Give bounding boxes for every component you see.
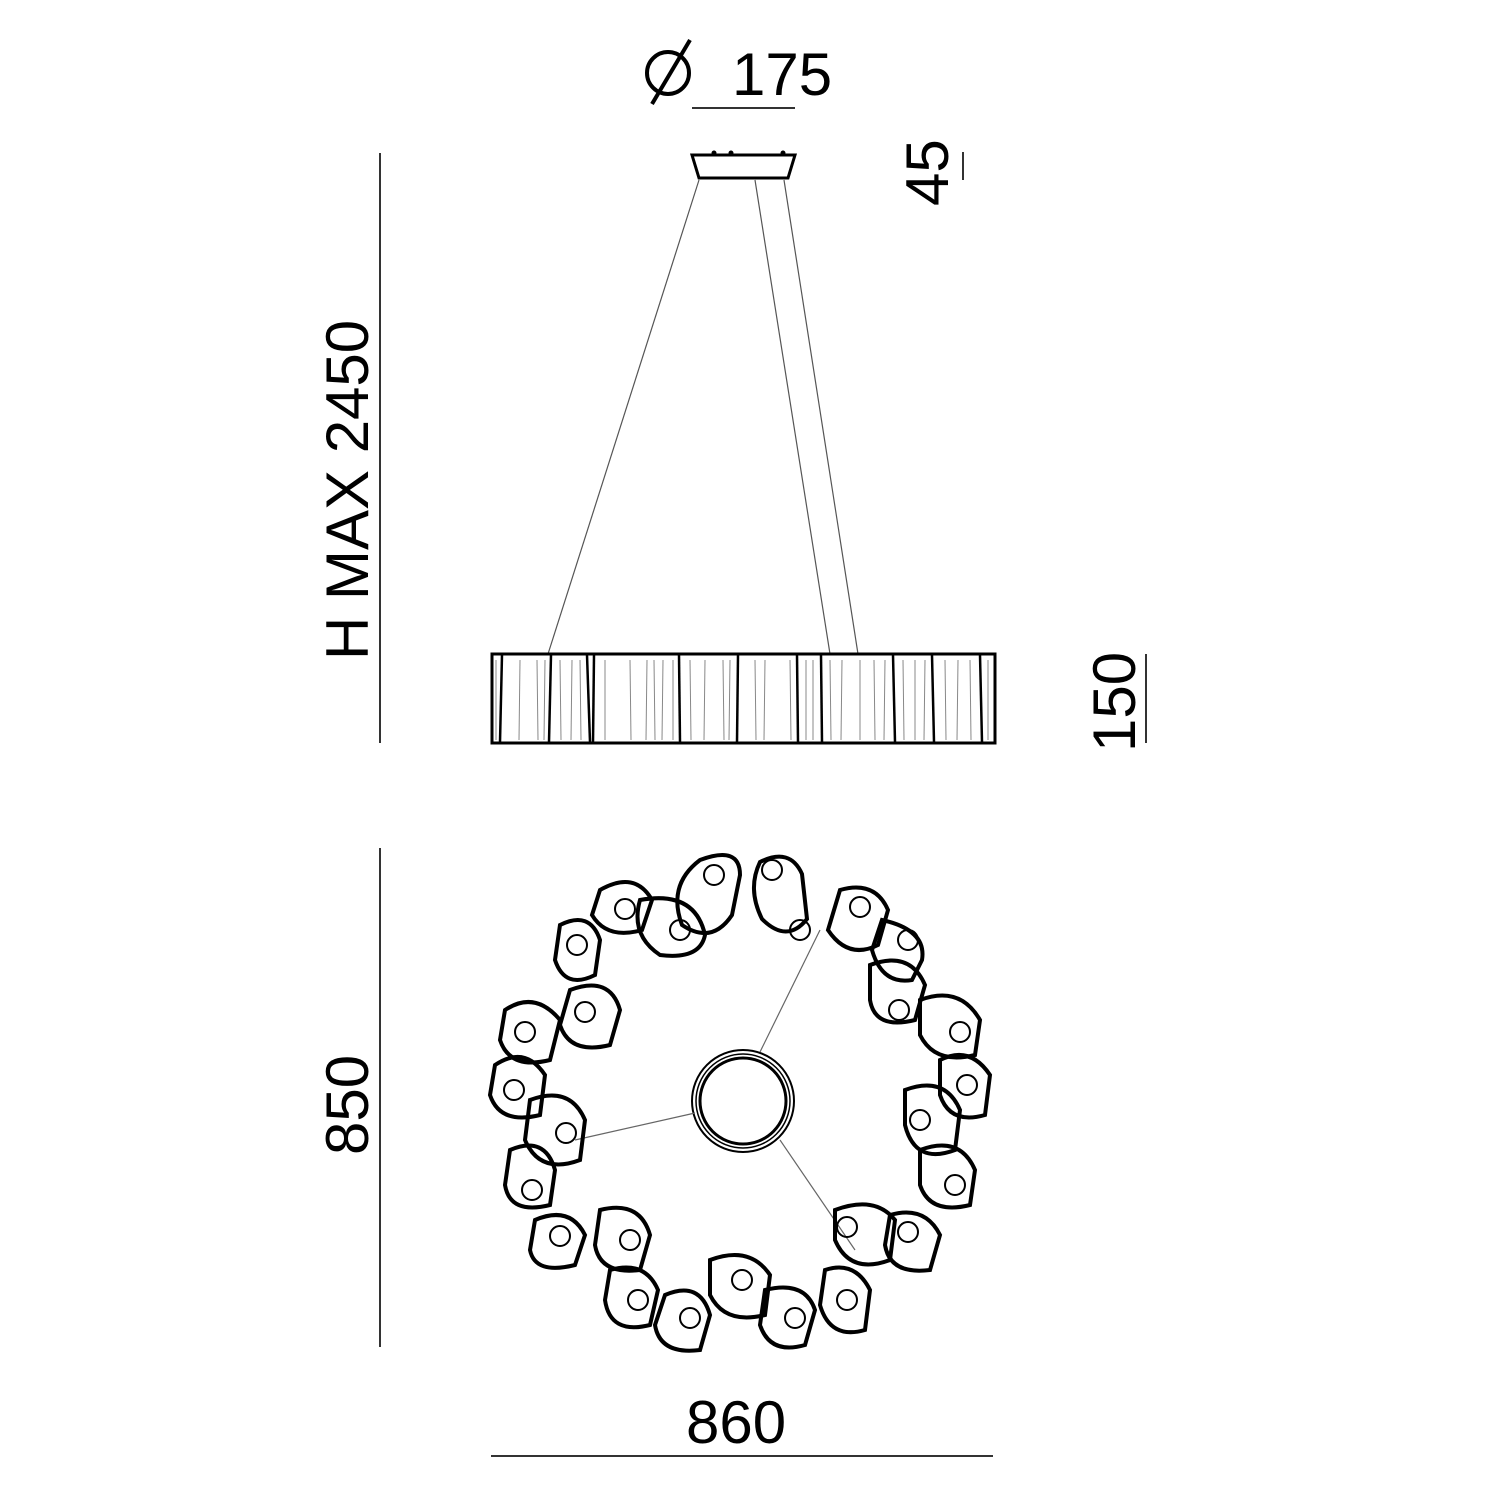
diameter-symbol-icon (645, 50, 691, 96)
side-view: 175 45 (314, 38, 1148, 752)
center-canopy (691, 1049, 795, 1153)
top-view: 850 860 (314, 848, 993, 1457)
suspension-cables-top (574, 929, 856, 1251)
diameter-symbol-slash (650, 38, 692, 106)
shade (490, 652, 997, 745)
shade-height-dimension: 150 (1081, 652, 1148, 752)
width-value: 860 (686, 1389, 786, 1456)
depth-dimension: 850 (314, 848, 381, 1347)
depth-value: 850 (314, 1055, 381, 1155)
canopy-height-dimension: 45 (894, 139, 964, 206)
shade-height-value: 150 (1081, 652, 1148, 752)
suspension-cables-side (547, 179, 859, 655)
canopy-height-value: 45 (894, 139, 961, 206)
canopy-diameter-dimension: 175 (645, 38, 832, 109)
canopy (689, 150, 798, 180)
max-height-dimension: H MAX 2450 (314, 153, 381, 743)
width-dimension: 860 (491, 1389, 993, 1457)
canopy-diameter-value: 175 (732, 41, 832, 108)
max-height-value: H MAX 2450 (314, 320, 381, 660)
glass-ring (487, 853, 993, 1353)
